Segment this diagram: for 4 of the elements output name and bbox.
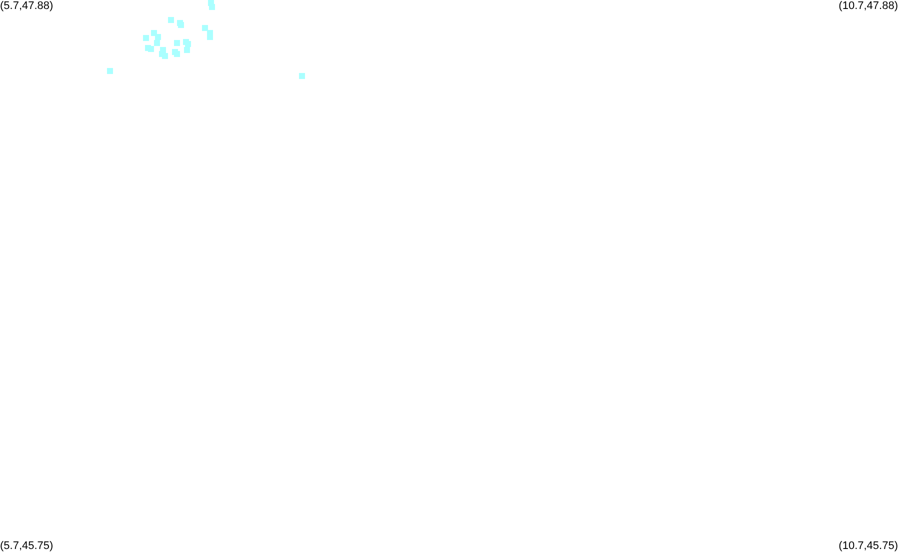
corner-coordinate: (5.7,45.75) xyxy=(0,540,54,552)
corner-coordinate: (5.7,47.88) xyxy=(0,0,54,12)
corner-coordinate: (10.7,45.75) xyxy=(838,540,898,552)
corner-coordinate: (10.7,47.88) xyxy=(838,0,898,12)
